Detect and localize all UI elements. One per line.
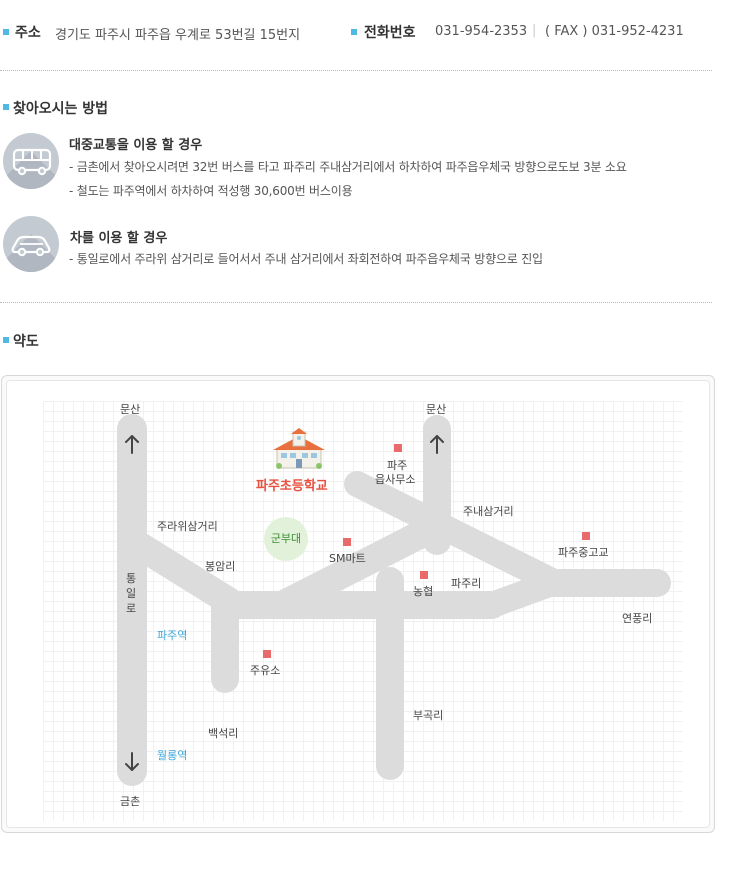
label-tongil-ro: 통 일 로 xyxy=(126,572,137,615)
address-bullet xyxy=(3,29,9,35)
public-transit-line-2: - 철도는 파주역에서 하차하여 적성행 30,600번 버스이용 xyxy=(69,184,353,198)
label-munsan-left: 문산 xyxy=(120,403,141,416)
gas-station-marker xyxy=(263,650,271,658)
map-frame: 파주초등학교 군부대 문산 문산 금촌 통 일 로 주라위삼거리 봉암리 파주역… xyxy=(1,375,715,833)
label-geumchon: 금촌 xyxy=(120,795,141,808)
address-label: 주소 xyxy=(15,25,41,41)
sm-mart-marker xyxy=(343,538,351,546)
label-yeonpung: 연풍리 xyxy=(622,612,653,625)
address-value: 경기도 파주시 파주읍 우계로 53번길 15번지 xyxy=(55,28,301,43)
eup-office-marker xyxy=(394,444,402,452)
label-pajuri: 파주리 xyxy=(451,577,482,590)
fax-number: ( FAX ) 031-952-4231 xyxy=(545,24,684,39)
phone-separator: | xyxy=(532,23,537,38)
nonghyup-marker xyxy=(420,571,428,579)
label-gas-station: 주유소 xyxy=(250,664,281,677)
label-wolrong-station: 월롱역 xyxy=(157,749,188,762)
public-transit-title: 대중교통을 이용 할 경우 xyxy=(69,138,203,153)
label-eup-office-1: 파주 xyxy=(387,459,408,472)
phone-label: 전화번호 xyxy=(364,25,416,41)
car-title: 차를 이용 할 경우 xyxy=(70,231,168,246)
directions-bullet xyxy=(3,104,9,110)
map-title: 약도 xyxy=(13,334,39,350)
school-label: 파주초등학교 xyxy=(256,479,328,494)
bus-icon xyxy=(3,133,59,189)
divider-top xyxy=(0,70,712,71)
car-line-1: - 통일로에서 주라위 삼거리로 들어서서 주내 삼거리에서 좌회전하여 파주읍… xyxy=(69,252,543,266)
map-bullet xyxy=(3,337,9,343)
label-bongam: 봉암리 xyxy=(205,560,236,573)
label-baekseok: 백석리 xyxy=(208,727,239,740)
label-munsan-right: 문산 xyxy=(426,403,447,416)
label-bugok: 부곡리 xyxy=(413,709,444,722)
army-base-marker: 군부대 xyxy=(264,517,308,561)
directions-title: 찾아오시는 방법 xyxy=(13,101,109,117)
public-transit-line-1: - 금촌에서 찾아오시려면 32번 버스를 타고 파주리 주내삼거리에서 하차하… xyxy=(69,160,627,174)
phone-bullet xyxy=(351,29,357,35)
label-paju-station: 파주역 xyxy=(157,629,188,642)
label-jurawi: 주라위삼거리 xyxy=(157,520,218,533)
paju-middle-high-marker xyxy=(582,532,590,540)
label-nonghyup: 농협 xyxy=(413,585,434,598)
divider-bottom xyxy=(0,302,712,303)
car-icon xyxy=(3,216,59,272)
label-sm-mart: SM마트 xyxy=(329,552,366,565)
school-building-icon xyxy=(273,428,325,469)
label-eup-office-2: 읍사무소 xyxy=(375,473,416,486)
road-network xyxy=(117,414,671,786)
label-junae: 주내삼거리 xyxy=(463,505,514,518)
phone-tel: 031-954-2353 xyxy=(435,24,528,39)
map-canvas: 파주초등학교 군부대 문산 문산 금촌 통 일 로 주라위삼거리 봉암리 파주역… xyxy=(6,380,710,828)
label-paju-middle-high: 파주중고교 xyxy=(558,546,609,559)
